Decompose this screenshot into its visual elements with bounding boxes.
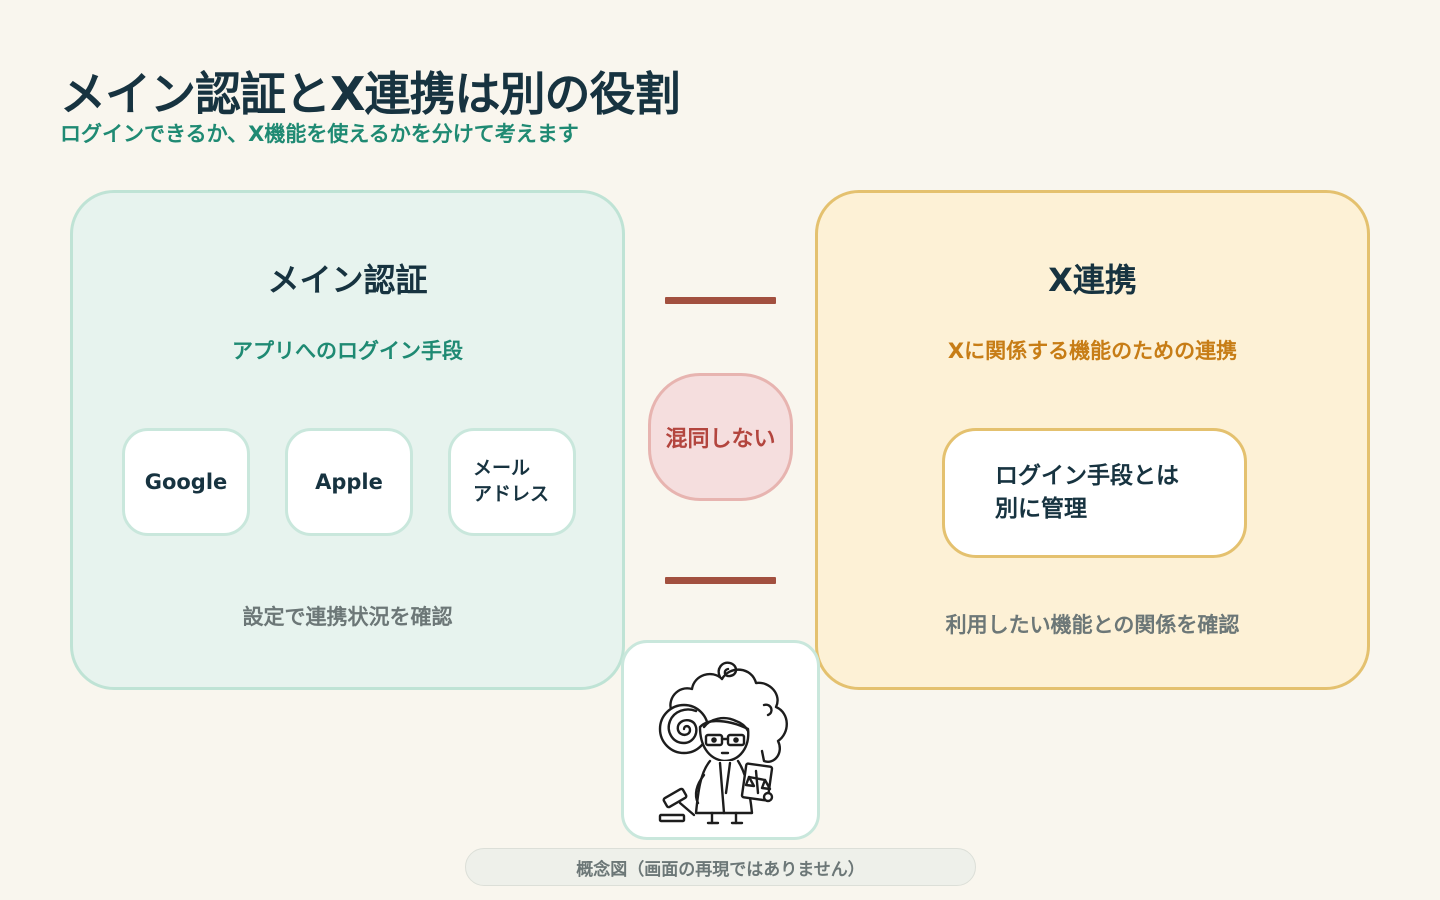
x-link-subtitle: Xに関係する機能のための連携 [947,339,1238,363]
separator-badge: 混同しない [648,373,793,501]
x-link-panel: X連携 Xに関係する機能のための連携 ログイン手段とは 別に管理 利用したい機能… [815,190,1370,690]
mascot-card [621,640,820,840]
method-google: Google [122,428,250,536]
separator-label: 混同しない [665,427,776,452]
main-auth-note: 設定で連携状況を確認 [242,605,453,629]
method-label: メール アドレス [473,457,550,505]
main-auth-panel: メイン認証 アプリへのログイン手段 Google Apple メール アドレス … [70,190,625,690]
method-label: Google [144,469,228,494]
method-apple: Apple [285,428,413,536]
divider-line-bottom [665,577,776,584]
caption-text: 概念図（画面の再現ではありません） [576,859,865,880]
x-link-box-text: ログイン手段とは 別に管理 [995,462,1179,522]
x-link-title: X連携 [1048,261,1137,299]
page-subtitle: ログインできるか、X機能を使えるかを分けて考えます [60,122,579,146]
caption-badge: 概念図（画面の再現ではありません） [465,848,976,886]
x-link-note: 利用したい機能との関係を確認 [945,613,1240,637]
main-auth-subtitle: アプリへのログイン手段 [232,339,463,363]
method-email: メール アドレス [448,428,576,536]
main-auth-title: メイン認証 [267,261,428,299]
method-label: Apple [315,469,383,494]
divider-line-top [665,297,776,304]
x-link-box: ログイン手段とは 別に管理 [942,428,1247,558]
page-title: メイン認証とX連携は別の役割 [60,67,680,121]
mascot-illustration [658,661,788,825]
